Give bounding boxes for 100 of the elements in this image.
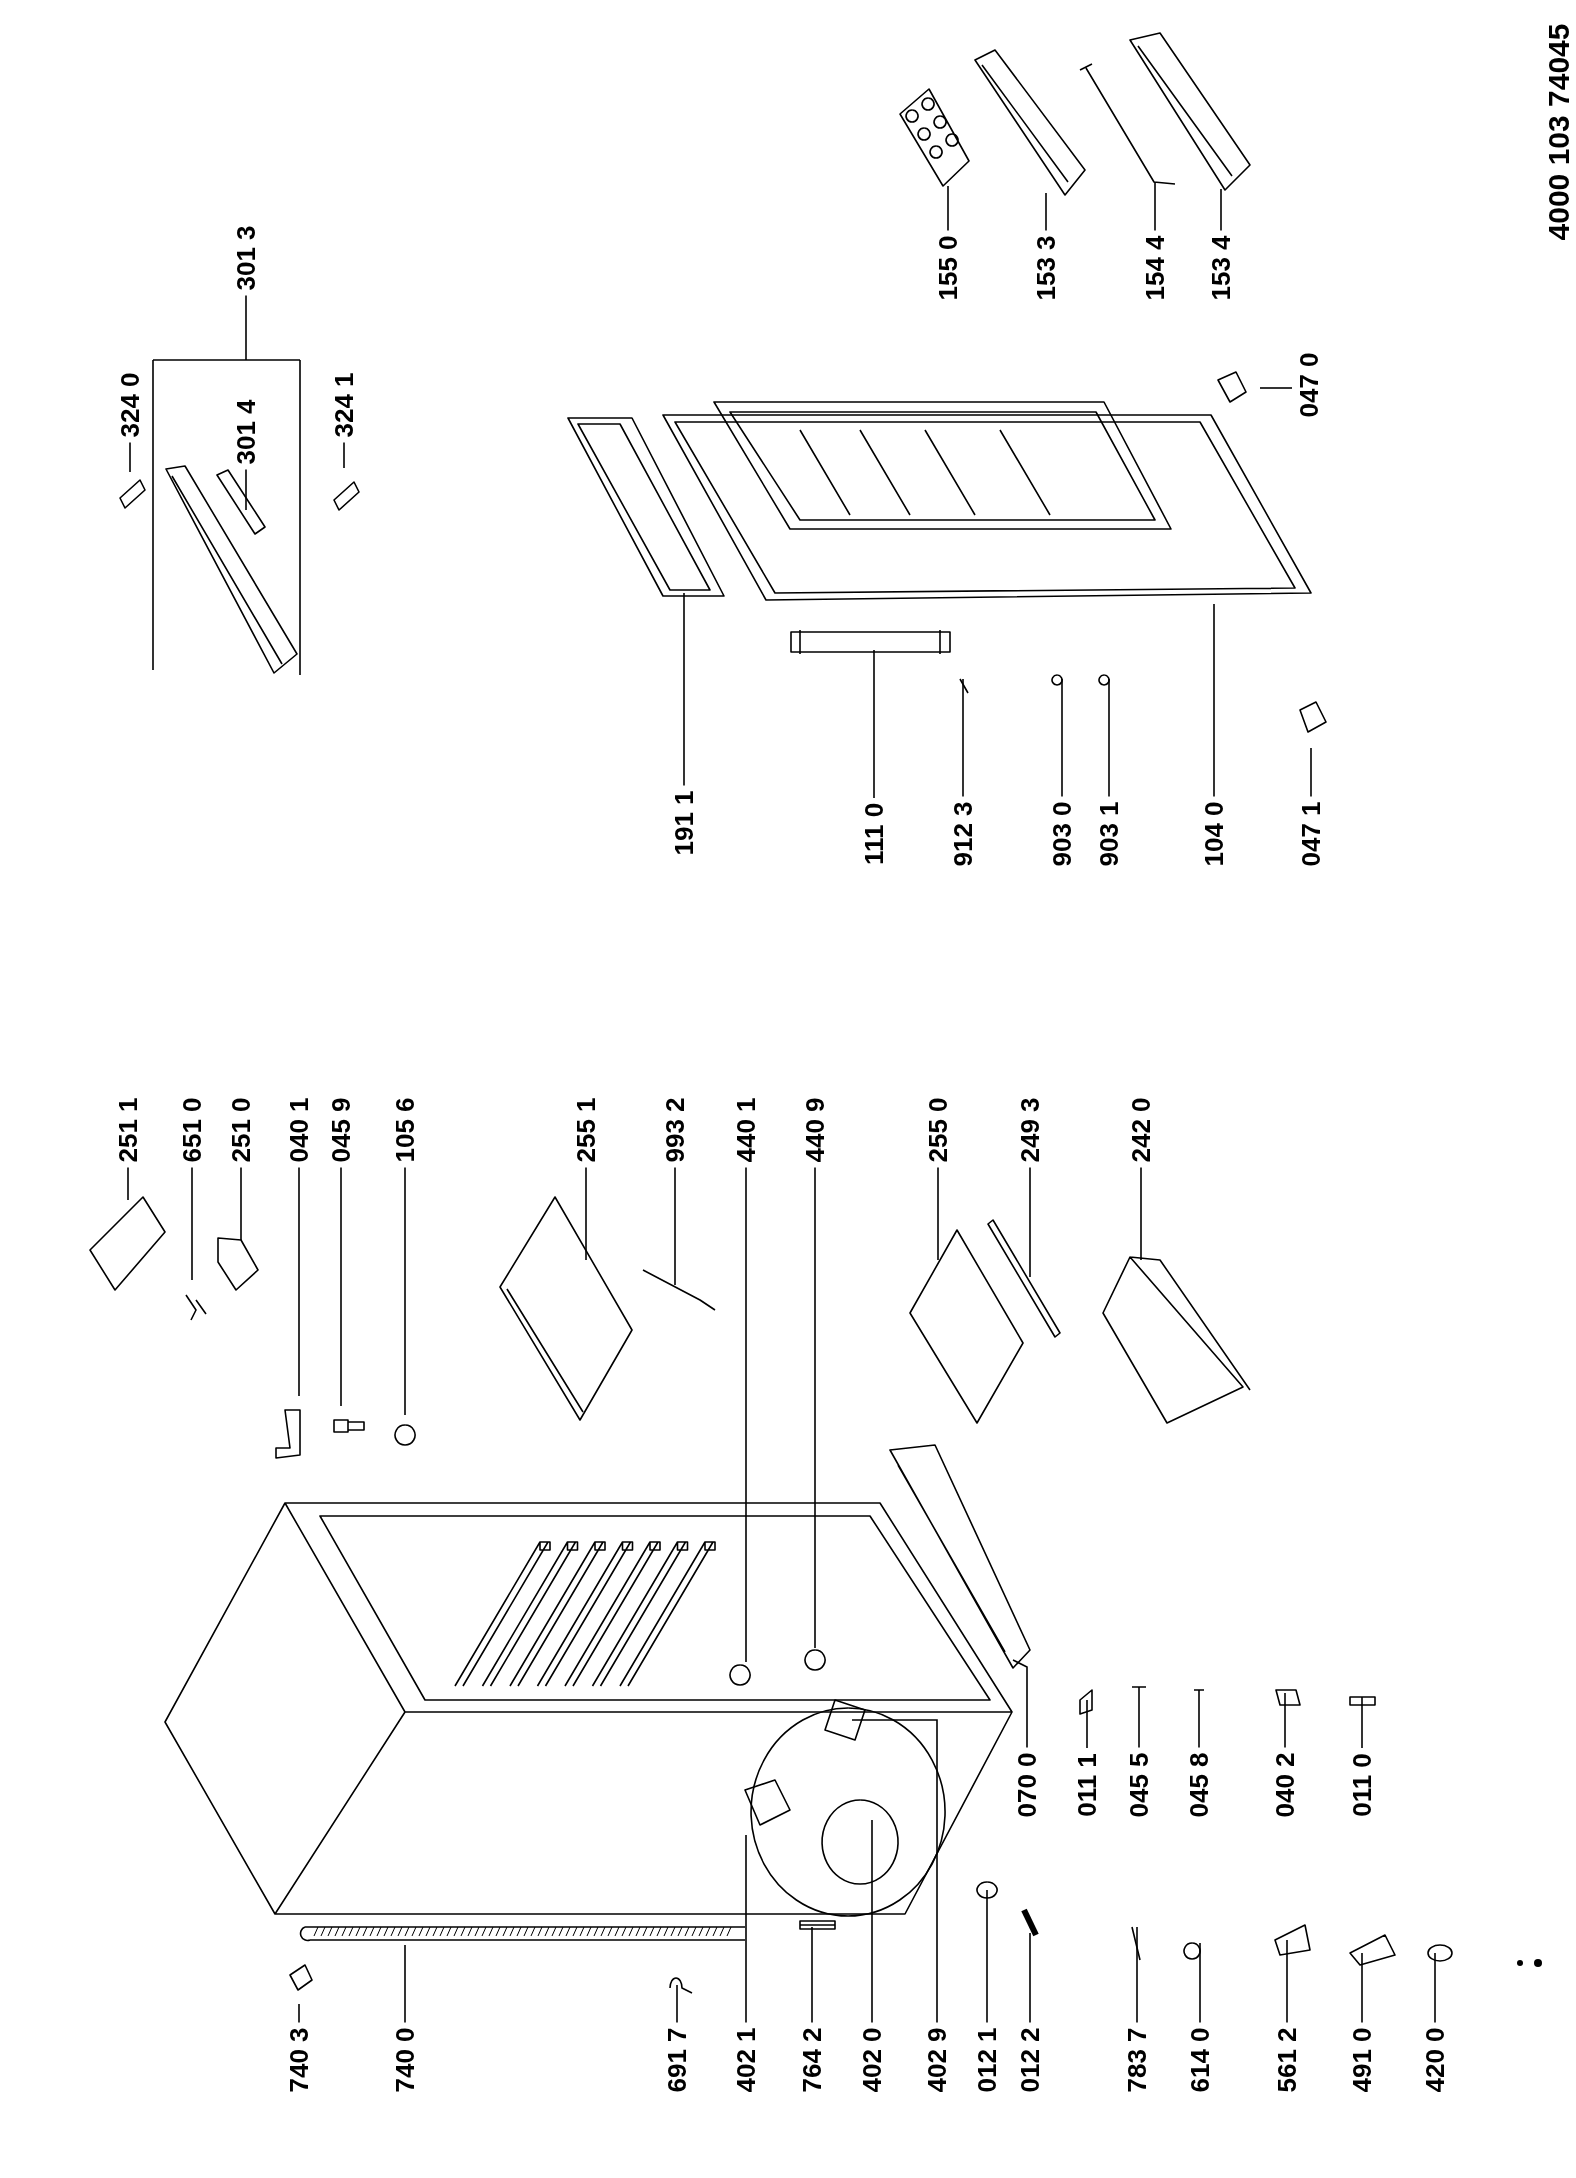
callout-number: 104 0 <box>1201 801 1227 867</box>
callout-number: 045 9 <box>328 1097 354 1163</box>
callout-number: 324 1 <box>331 372 357 438</box>
leader-line <box>240 1166 242 1241</box>
leader-line <box>676 1984 678 2024</box>
leader-line <box>1029 1932 1031 2024</box>
bracket-line <box>152 359 301 361</box>
callout-number: 040 1 <box>286 1097 312 1163</box>
callout-number: 402 1 <box>733 2027 759 2093</box>
leader-line <box>851 1719 938 2024</box>
callout-number: 153 3 <box>1033 235 1059 301</box>
callout-number: 651 0 <box>179 1097 205 1163</box>
leader-line <box>298 1166 300 1397</box>
leader-line <box>1284 1692 1286 1749</box>
leader-line <box>873 649 875 799</box>
leader-line <box>814 1166 816 1649</box>
leader-line <box>1061 678 1063 798</box>
callout-number: 783 7 <box>1124 2027 1150 2093</box>
callout-number: 012 1 <box>974 2027 1000 2093</box>
leader-line <box>1199 1942 1201 2024</box>
leader-line <box>745 1166 747 1663</box>
callout-number: 255 0 <box>925 1097 951 1163</box>
callout-number: 251 0 <box>228 1097 254 1163</box>
callout-number: 040 2 <box>1272 1752 1298 1818</box>
leader-line <box>871 1819 873 2024</box>
leader-line <box>745 1834 747 2024</box>
callout-number: 764 2 <box>799 2027 825 2093</box>
callout-number: 249 3 <box>1017 1097 1043 1163</box>
leader-line <box>245 294 247 361</box>
callout-number: 045 8 <box>1186 1752 1212 1818</box>
callout-number: 993 2 <box>662 1097 688 1163</box>
leader-line <box>962 678 964 798</box>
leader-line <box>947 185 949 232</box>
callout-number: 011 1 <box>1074 1753 1100 1817</box>
callout-number: 691 7 <box>664 2027 690 2093</box>
leader-line <box>127 1166 129 1201</box>
callout-number: 045 5 <box>1126 1752 1152 1818</box>
leader-line <box>1213 603 1215 798</box>
leader-line <box>129 441 131 473</box>
callout-number: 191 1 <box>671 790 697 856</box>
callout-number: 154 4 <box>1142 235 1168 301</box>
leader-line <box>937 1166 939 1261</box>
leader-line <box>1138 1686 1140 1749</box>
callout-number: 251 1 <box>115 1097 141 1163</box>
callout-number: 070 0 <box>1014 1752 1040 1818</box>
leader-line <box>298 2003 300 2024</box>
callout-number: 614 0 <box>1187 2027 1213 2093</box>
callout-number: 047 1 <box>1298 801 1324 867</box>
leader-line <box>245 468 247 511</box>
callout-number: 012 2 <box>1017 2027 1043 2093</box>
leader-line <box>343 441 345 469</box>
callout-number: 561 2 <box>1274 2027 1300 2093</box>
callout-number: 242 0 <box>1128 1097 1154 1163</box>
leader-line <box>1220 188 1222 232</box>
callout-number: 903 0 <box>1049 801 1075 867</box>
leader-line <box>1198 1689 1200 1749</box>
leader-line <box>1154 181 1156 232</box>
leader-line <box>986 1889 988 2024</box>
callout-number: 155 0 <box>935 235 961 301</box>
callout-number: 903 1 <box>1096 801 1122 867</box>
leader-line <box>404 1166 406 1416</box>
leader-line <box>1286 1939 1288 2024</box>
callout-number: 011 0 <box>1349 1753 1375 1817</box>
leader-line <box>340 1166 342 1407</box>
callout-number: 301 3 <box>233 225 259 291</box>
leader-line <box>1136 1926 1138 2024</box>
leader-line <box>1045 192 1047 232</box>
callout-number: 440 1 <box>733 1097 759 1163</box>
callout-number: 105 6 <box>392 1097 418 1163</box>
leader-line <box>1012 1659 1028 1749</box>
callout-number: 740 3 <box>286 2027 312 2093</box>
callout-number: 301 4 <box>233 399 259 465</box>
leader-line <box>1361 1952 1363 2024</box>
leader-line <box>1361 1696 1363 1749</box>
callout-number: 440 9 <box>802 1097 828 1163</box>
callout-number: 324 0 <box>117 372 143 438</box>
leader-line <box>1259 387 1293 389</box>
leader-line <box>585 1166 587 1261</box>
callout-number: 402 9 <box>924 2027 950 2093</box>
callout-number: 047 0 <box>1296 352 1322 418</box>
part-number-code: 4000 103 74045 <box>1544 23 1574 241</box>
callout-number: 912 3 <box>950 801 976 867</box>
callout-number: 402 0 <box>859 2027 885 2093</box>
leader-line <box>1108 678 1110 798</box>
callout-number: 740 0 <box>392 2027 418 2093</box>
leader-line <box>1029 1166 1031 1278</box>
callout-number: 255 1 <box>573 1097 599 1163</box>
callout-number: 153 4 <box>1208 235 1234 301</box>
leader-line <box>811 1926 813 2024</box>
leader-line <box>683 592 685 787</box>
leader-line <box>1434 1952 1436 2024</box>
callout-number: 420 0 <box>1422 2027 1448 2093</box>
leader-line <box>1140 1166 1142 1261</box>
leader-line <box>404 1944 406 2024</box>
leader-line <box>1310 747 1312 798</box>
leader-line <box>191 1166 193 1281</box>
callout-number: 111 0 <box>861 802 887 866</box>
leader-line <box>674 1166 676 1286</box>
callout-number: 491 0 <box>1349 2027 1375 2093</box>
leader-line <box>1086 1699 1088 1749</box>
